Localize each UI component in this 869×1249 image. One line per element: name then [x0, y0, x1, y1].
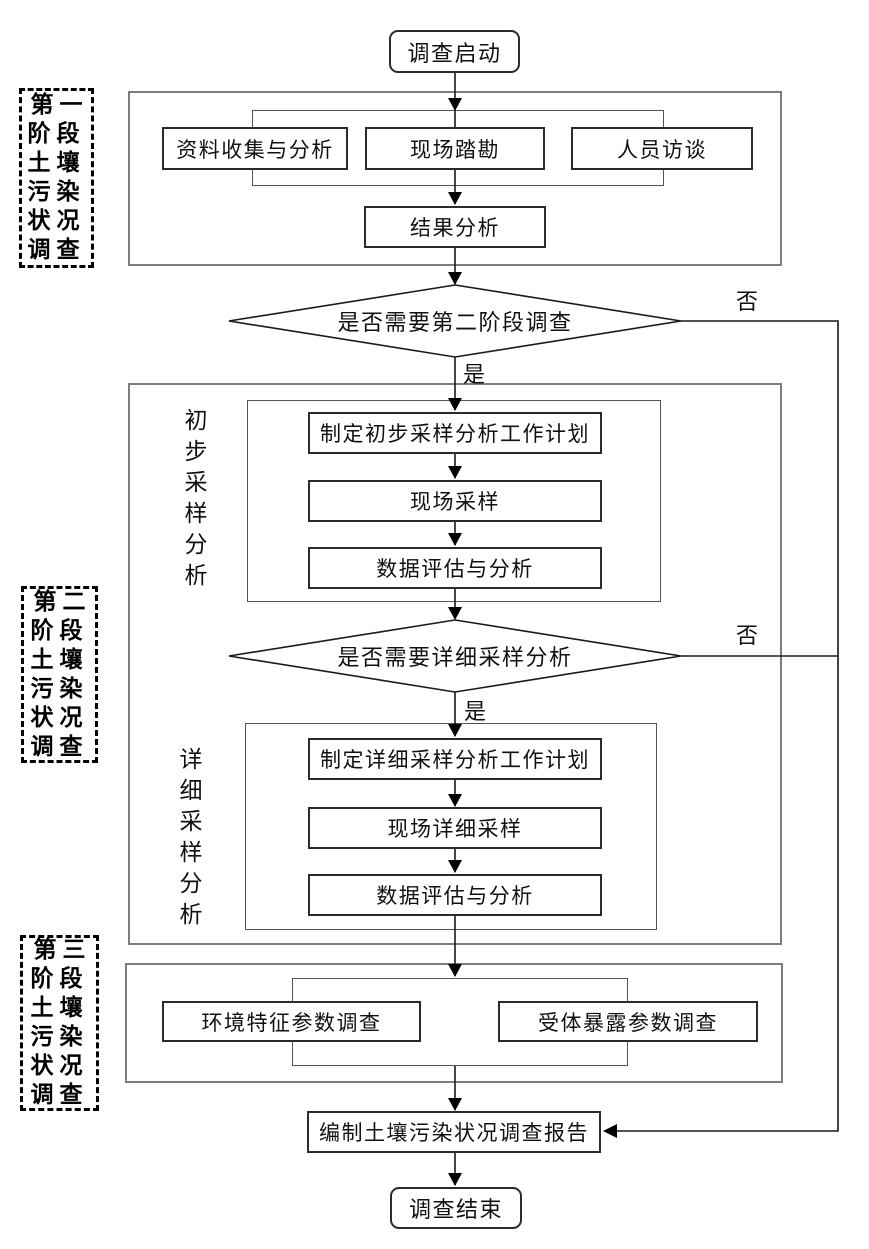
- end-node: 调查结束: [390, 1187, 522, 1229]
- arrowhead: [448, 724, 462, 737]
- step-detailed-sampling-plan: 制定详细采样分析工作计划: [308, 738, 602, 780]
- step-environmental-parameters: 环境特征参数调查: [162, 1001, 421, 1042]
- arrowhead: [448, 466, 462, 479]
- report-node: 编制土壤污染状况调查报告: [307, 1111, 601, 1153]
- arrowhead: [448, 1173, 462, 1186]
- arrowhead: [448, 533, 462, 546]
- step-preliminary-sampling-plan: 制定初步采样分析工作计划: [308, 412, 602, 454]
- step-data-collection: 资料收集与分析: [162, 127, 348, 170]
- arrowhead: [448, 964, 462, 977]
- label-no-1: 否: [736, 290, 759, 315]
- arrowhead: [448, 794, 462, 807]
- preliminary-sampling-label: 初 步 采 样 分 析: [184, 408, 208, 589]
- step-site-sampling: 现场采样: [308, 480, 602, 522]
- step-detailed-site-sampling: 现场详细采样: [308, 807, 602, 849]
- step-receptor-exposure: 受体暴露参数调查: [498, 1001, 758, 1042]
- step-data-evaluation-2: 数据评估与分析: [308, 874, 602, 916]
- label-no-2: 否: [736, 624, 759, 649]
- step-site-reconnaissance: 现场踏勘: [365, 127, 545, 170]
- arrowhead: [448, 860, 462, 873]
- start-node: 调查启动: [389, 30, 520, 73]
- arrowhead: [448, 1098, 462, 1111]
- stage2-label: 第二 阶段 土壤 污染 状况 调查: [21, 586, 98, 763]
- step-result-analysis: 结果分析: [364, 206, 546, 248]
- arrowhead-left: [603, 1124, 617, 1138]
- decision-detailed-text: 是否需要详细采样分析: [337, 646, 573, 671]
- no-branch-feedback-line: [617, 320, 839, 1132]
- arrowhead: [448, 272, 462, 285]
- arrowhead: [448, 98, 462, 111]
- step-data-evaluation-1: 数据评估与分析: [308, 547, 602, 589]
- detailed-sampling-label: 详 细 采 样 分 析: [179, 747, 203, 928]
- decision-stage2-text: 是否需要第二阶段调查: [337, 311, 573, 336]
- arrowhead: [448, 192, 462, 205]
- detailed-sampling-group-rect: [245, 723, 657, 930]
- stage3-label: 第三 阶段 土壤 污染 状况 调查: [20, 935, 99, 1111]
- arrowhead: [448, 398, 462, 411]
- label-yes-2: 是: [464, 700, 487, 725]
- label-yes-1: 是: [463, 363, 486, 388]
- step-personnel-interview: 人员访谈: [571, 127, 753, 170]
- stage1-label: 第一 阶段 土壤 污染 状况 调查: [19, 88, 94, 268]
- arrowhead: [448, 607, 462, 620]
